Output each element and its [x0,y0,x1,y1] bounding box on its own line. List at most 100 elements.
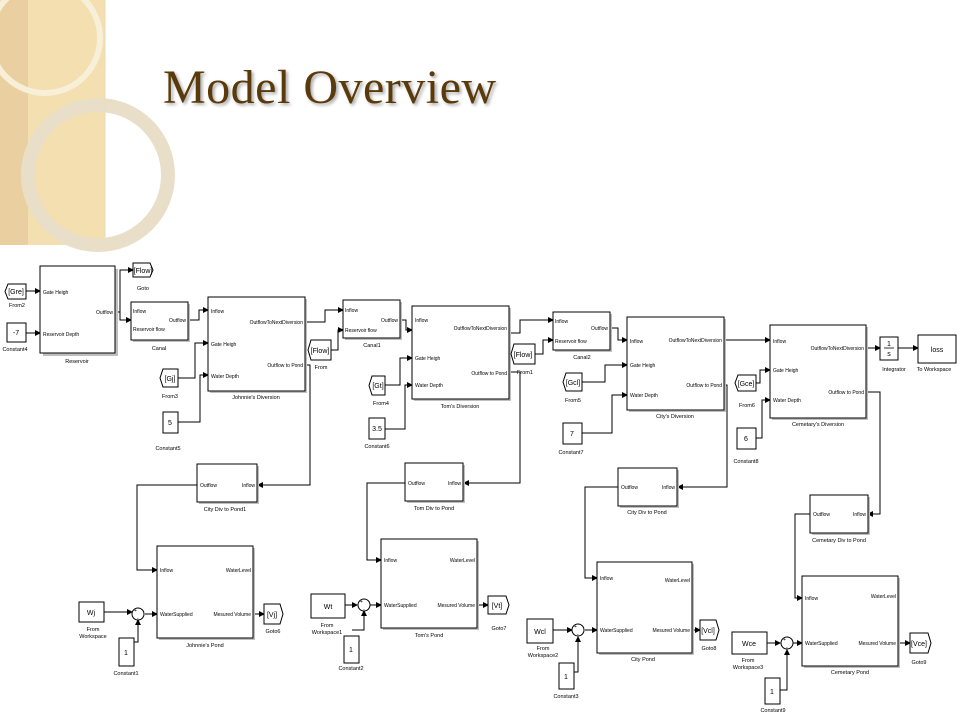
from-block-from4: [Gt] From4 [368,375,389,407]
svg-text:From: From [321,623,334,629]
svg-text:[Vcl]: [Vcl] [701,628,715,635]
svg-text:5: 5 [168,420,172,427]
svg-text:Mesured Volume: Mesured Volume [652,628,690,634]
constant-block-constant5: 5 Constant5 [155,411,181,452]
from-block-from5: [Gcl] From5 [562,372,583,404]
svg-text:1: 1 [349,647,353,654]
constant-block-constant7: 7 Constant7 [558,422,584,456]
svg-text:Johnnie's Diversion: Johnnie's Diversion [232,395,280,401]
svg-text:1: 1 [770,689,774,696]
svg-text:Canal1: Canal1 [363,343,380,349]
svg-text:Water Depth: Water Depth [211,374,239,380]
svg-text:Gate Heigh: Gate Heigh [773,368,799,374]
constant-block-constant2: 1 Constant2 [338,635,364,672]
sum-block-4: + - [780,636,794,651]
svg-text:Cemetary Div to Pond: Cemetary Div to Pond [812,538,866,544]
svg-text:Outflow: Outflow [408,481,425,487]
goto-block-goto: [Flow] Goto [132,262,154,292]
subsystem-canal1: Inflow Reservoir flow Outflow Canal1 [342,299,402,349]
svg-text:Goto9: Goto9 [912,660,927,666]
svg-text:Constant5: Constant5 [155,446,180,452]
svg-text:loss: loss [931,347,944,354]
svg-text:Inflow: Inflow [384,558,397,564]
svg-text:Reservoir: Reservoir [65,359,89,365]
svg-text:OutflowToNextDiversion: OutflowToNextDiversion [250,320,304,326]
svg-text:From: From [537,646,550,652]
svg-text:Mesured Volume: Mesured Volume [437,603,475,609]
svg-text:Inflow: Inflow [345,308,358,314]
parchment-strip [0,0,28,245]
subsystem-toms-diversion: Inflow Gate Heigh Water Depth OutflowToN… [411,305,511,410]
svg-text:Wce: Wce [742,641,756,648]
svg-text:WaterSupplied: WaterSupplied [160,612,193,618]
svg-text:Inflow: Inflow [555,319,568,325]
subsystem-city-div-to-pond: Outflow Inflow City Div to Pond [617,467,679,516]
subsystem-johnnies-pond: Inflow WaterSupplied WaterLevel Mesured … [156,545,255,649]
sum-block-3: + - [571,623,585,638]
svg-text:WaterSupplied: WaterSupplied [600,628,633,634]
svg-text:Outflow: Outflow [621,485,638,491]
svg-text:Constant2: Constant2 [338,666,363,672]
svg-text:Outflow: Outflow [169,318,186,324]
svg-text:Inflow: Inflow [853,512,866,518]
from-block-from2: [Gre] From2 [4,283,27,309]
svg-text:Cemetary Pond: Cemetary Pond [831,670,869,676]
from-block-from6: [Gce] From6 [734,374,757,409]
integrator-block: 1 s Integrator [879,336,906,373]
svg-text:Constant4: Constant4 [2,347,27,353]
svg-text:WaterSupplied: WaterSupplied [384,603,417,609]
svg-text:Outflow: Outflow [200,483,217,489]
svg-text:Tom Div to Pond: Tom Div to Pond [414,506,454,512]
svg-text:Constant7: Constant7 [558,450,583,456]
from-workspace-block-1: Wt From Workspace1 [310,593,346,636]
svg-text:[Vce]: [Vce] [911,641,927,648]
svg-text:WaterLevel: WaterLevel [871,594,896,600]
svg-text:Canal2: Canal2 [573,355,590,361]
svg-text:To Workspace: To Workspace [917,367,952,373]
svg-text:[Flow]: [Flow] [134,268,153,275]
goto-block-goto8: [Vcl] Goto8 [699,619,720,652]
svg-text:Integrator: Integrator [882,367,906,373]
svg-text:From6: From6 [739,403,755,409]
svg-text:Inflow: Inflow [805,596,818,602]
svg-text:Gate Heigh: Gate Heigh [211,342,237,348]
svg-text:s: s [887,351,891,358]
svg-text:From1: From1 [517,370,533,376]
svg-text:Inflow: Inflow [242,483,255,489]
svg-text:[Gce]: [Gce] [738,381,755,388]
subsystem-cemetarys-diversion: Inflow Gate Heigh Water Depth OutflowToN… [769,324,868,428]
svg-text:[Flow]: [Flow] [514,352,533,359]
svg-text:Goto6: Goto6 [266,629,281,635]
svg-text:From5: From5 [565,398,581,404]
svg-text:Wt: Wt [324,604,333,611]
svg-text:OutflowToNextDiversion: OutflowToNextDiversion [454,326,508,332]
from-block-from1: [Flow] From1 [510,343,536,376]
subsystem-city-div-to-pond1: Outflow Inflow City Div to Pond1 [196,463,259,513]
svg-text:Water Depth: Water Depth [415,383,443,389]
svg-text:OutflowToNextDiversion: OutflowToNextDiversion [811,346,865,352]
svg-text:Outflow: Outflow [96,310,113,316]
svg-text:+: + [574,624,577,630]
subsystem-cemetary-pond: Inflow WaterSupplied WaterLevel Mesured … [801,575,900,676]
sum-block-2: + - [357,598,371,613]
svg-text:Water Depth: Water Depth [630,393,658,399]
svg-text:City Div to Pond: City Div to Pond [627,510,666,516]
subsystem-toms-pond: Inflow WaterSupplied WaterLevel Mesured … [380,538,479,639]
subsystem-canal2: Inflow Reservoir flow Outflow Canal2 [552,311,612,361]
svg-text:Workspace3: Workspace3 [733,665,763,671]
svg-text:Gate Heigh: Gate Heigh [43,290,69,296]
svg-text:Wcl: Wcl [534,629,546,636]
svg-text:Outflow: Outflow [813,512,830,518]
svg-text:-: - [577,632,579,638]
svg-text:Inflow: Inflow [630,339,643,345]
svg-text:Reservoir Depth: Reservoir Depth [43,332,79,338]
svg-text:Inflow: Inflow [133,309,146,315]
constant-block-constant3: 1 Constant3 [553,662,579,700]
svg-text:Cemetary's Diversion: Cemetary's Diversion [792,422,844,428]
svg-text:Workspace: Workspace [79,634,106,640]
svg-text:Water Depth: Water Depth [773,398,801,404]
constant-block-constant1: 1 Constant1 [113,637,139,677]
svg-text:From: From [742,658,755,664]
svg-text:Inflow: Inflow [211,309,224,315]
goto-block-goto9: [Vce] Goto9 [909,632,932,666]
